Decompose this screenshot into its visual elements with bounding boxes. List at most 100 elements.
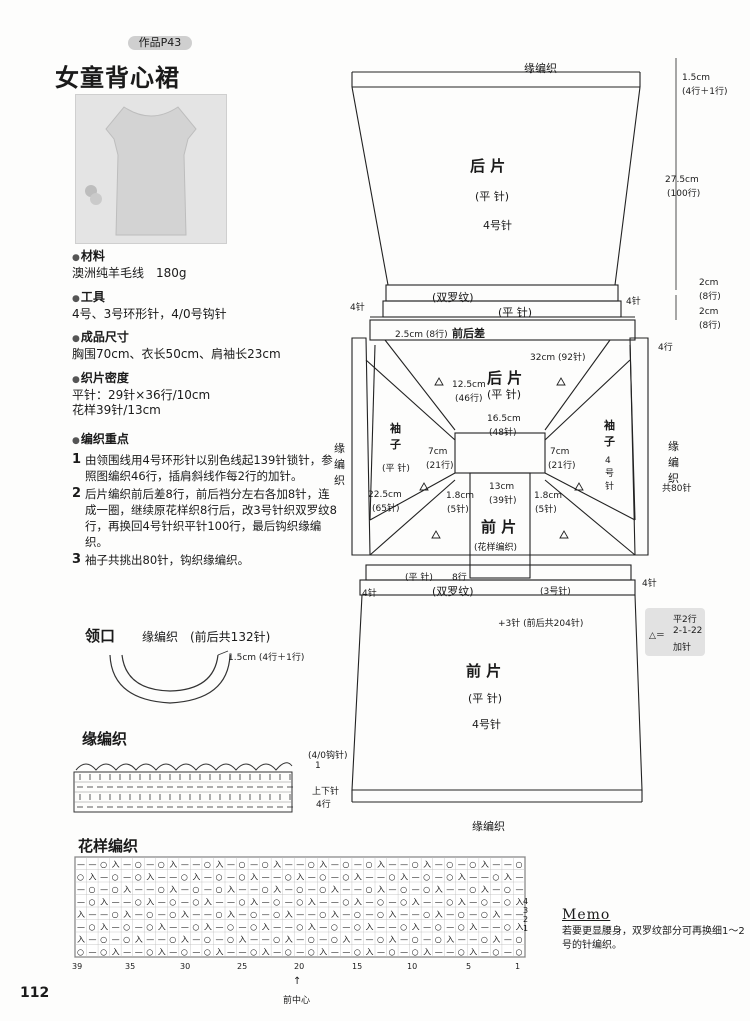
svg-text:入: 入 xyxy=(423,948,431,957)
garment-photo xyxy=(75,94,227,244)
svg-text:入: 入 xyxy=(181,910,189,919)
svg-text:○: ○ xyxy=(273,935,280,944)
svg-text:—: — xyxy=(181,860,189,869)
yoke-front-name: 前 片 xyxy=(481,518,517,536)
svg-text:—: — xyxy=(262,910,270,919)
svg-text:入: 入 xyxy=(412,898,420,907)
svg-text:○: ○ xyxy=(100,860,107,869)
svg-text:入: 入 xyxy=(515,923,523,932)
pattern-title: 花样编织 xyxy=(78,837,139,855)
step-number: 1 xyxy=(72,452,82,467)
rib-dim: 2cm xyxy=(699,278,719,288)
svg-text:入: 入 xyxy=(515,898,523,907)
svg-text:入: 入 xyxy=(89,873,97,882)
back-length: 27.5cm xyxy=(665,175,699,185)
svg-text:—: — xyxy=(135,923,143,932)
svg-text:○: ○ xyxy=(504,923,511,932)
y-tick: 2 xyxy=(523,915,529,924)
svg-text:—: — xyxy=(377,948,385,957)
edging-stitch: 上下针 xyxy=(312,787,340,797)
svg-text:—: — xyxy=(146,860,154,869)
svg-text:—: — xyxy=(515,910,523,919)
edging-title: 缘编织 xyxy=(82,730,128,748)
sleeve-left-stitch: (平 针) xyxy=(382,464,410,474)
yoke-depth: 12.5cm xyxy=(452,380,486,390)
svg-text:○: ○ xyxy=(89,923,96,932)
svg-text:入: 入 xyxy=(389,935,397,944)
svg-text:入: 入 xyxy=(250,898,258,907)
steps-heading: 编织重点 xyxy=(72,432,332,449)
svg-text:○: ○ xyxy=(169,910,176,919)
svg-text:○: ○ xyxy=(377,898,384,907)
svg-text:—: — xyxy=(158,935,166,944)
svg-text:—: — xyxy=(504,935,512,944)
svg-text:—: — xyxy=(446,948,454,957)
svg-text:○: ○ xyxy=(458,923,465,932)
svg-text:○: ○ xyxy=(504,898,511,907)
svg-text:入: 入 xyxy=(365,923,373,932)
svg-text:—: — xyxy=(354,885,362,894)
svg-text:—: — xyxy=(342,948,350,957)
svg-text:—: — xyxy=(412,910,420,919)
svg-text:○: ○ xyxy=(146,910,153,919)
edging-row: 1 xyxy=(315,761,321,771)
svg-text:入: 入 xyxy=(146,898,154,907)
rib-label: (双罗纹) xyxy=(432,291,474,304)
svg-text:入: 入 xyxy=(435,885,443,894)
svg-text:—: — xyxy=(296,860,304,869)
svg-text:入: 入 xyxy=(469,948,477,957)
svg-text:入: 入 xyxy=(100,898,108,907)
plain-left-label: (平 针) xyxy=(405,573,433,583)
front-panel-needle: 4号针 xyxy=(472,718,501,731)
svg-text:入: 入 xyxy=(423,860,431,869)
svg-text:—: — xyxy=(215,898,223,907)
gauge-text-1: 平针：29针×36行/10cm xyxy=(72,388,211,402)
svg-text:—: — xyxy=(250,860,258,869)
back-panel-outline xyxy=(351,86,641,286)
svg-text:—: — xyxy=(227,873,235,882)
center-label: 前中心 xyxy=(283,996,311,1006)
svg-text:—: — xyxy=(239,885,247,894)
neck-width: 16.5cm xyxy=(487,414,521,424)
svg-text:—: — xyxy=(77,860,85,869)
four-sts-label: 4针 xyxy=(626,297,641,307)
svg-text:—: — xyxy=(135,948,143,957)
svg-text:—: — xyxy=(458,935,466,944)
svg-text:入: 入 xyxy=(377,860,385,869)
svg-text:—: — xyxy=(412,873,420,882)
svg-text:○: ○ xyxy=(342,860,349,869)
svg-text:○: ○ xyxy=(250,923,257,932)
svg-text:○: ○ xyxy=(365,885,372,894)
svg-text:—: — xyxy=(262,873,270,882)
svg-text:○: ○ xyxy=(365,860,372,869)
svg-text:—: — xyxy=(481,948,489,957)
dress-illustration xyxy=(85,106,197,236)
svg-text:入: 入 xyxy=(273,885,281,894)
svg-text:○: ○ xyxy=(123,935,130,944)
gauge-text-2: 花样39针/13cm xyxy=(72,403,161,417)
svg-text:○: ○ xyxy=(435,935,442,944)
svg-text:○: ○ xyxy=(446,873,453,882)
x-tick: 20 xyxy=(294,962,305,971)
svg-text:—: — xyxy=(181,898,189,907)
svg-text:—: — xyxy=(308,885,316,894)
svg-text:—: — xyxy=(89,910,97,919)
gusset-left-dim: 1.8cm xyxy=(446,491,475,501)
sleeve-stitch-count: 共80针 xyxy=(662,484,692,494)
x-tick: 35 xyxy=(125,962,136,971)
svg-text:入: 入 xyxy=(319,948,327,957)
yoke-back-stitch: (平 针) xyxy=(487,388,522,401)
schematic-diagram xyxy=(351,58,677,803)
legend-line-1: 平2行 xyxy=(673,615,697,625)
svg-text:入: 入 xyxy=(492,935,500,944)
x-tick: 30 xyxy=(180,962,191,971)
svg-text:—: — xyxy=(204,885,212,894)
pattern-y-ticks: 4 3 2 1 xyxy=(523,897,533,947)
svg-text:○: ○ xyxy=(158,860,165,869)
svg-text:○: ○ xyxy=(273,898,280,907)
svg-text:—: — xyxy=(504,910,512,919)
svg-text:入: 入 xyxy=(331,910,339,919)
x-tick: 39 xyxy=(72,962,83,971)
back-panel-needle: 4号针 xyxy=(483,219,512,232)
svg-text:○: ○ xyxy=(400,898,407,907)
